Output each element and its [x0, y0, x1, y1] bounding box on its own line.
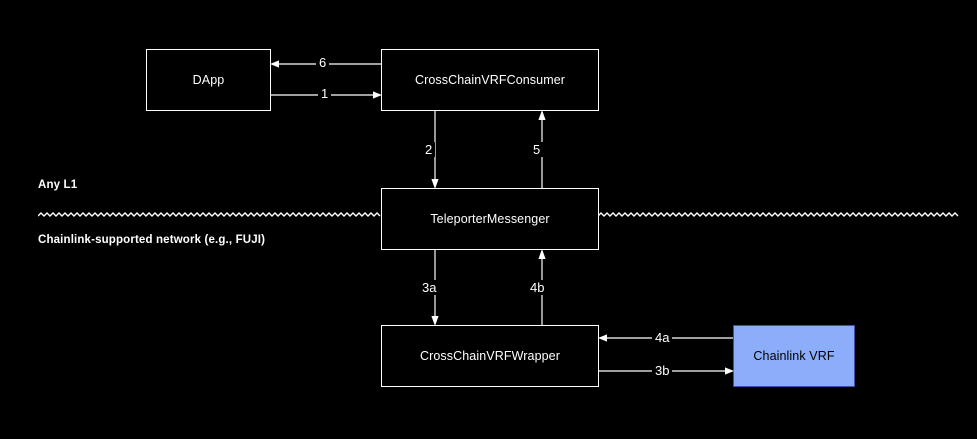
network-boundary-divider-right [598, 211, 960, 219]
node-crosschainvrfwrapper[interactable]: CrossChainVRFWrapper [381, 325, 599, 387]
edge-4a-label: 4a [652, 330, 673, 345]
edge-2-label: 2 [422, 142, 436, 157]
node-chainlink-vrf-label: Chainlink VRF [753, 348, 835, 363]
node-crosschainvrfconsumer[interactable]: CrossChainVRFConsumer [381, 49, 599, 111]
node-crosschainvrfwrapper-label: CrossChainVRFWrapper [419, 348, 560, 363]
edge-3b-label: 3b [652, 363, 673, 378]
node-teleportermessenger-label: TeleporterMessenger [430, 211, 550, 226]
node-dapp[interactable]: DApp [146, 49, 271, 111]
zone-label-any-l1: Any L1 [38, 179, 78, 191]
edge-6-label: 6 [316, 55, 330, 70]
zone-label-chainlink-network: Chainlink-supported network (e.g., FUJI) [38, 234, 266, 246]
node-teleportermessenger[interactable]: TeleporterMessenger [381, 188, 599, 250]
edge-5-label: 5 [530, 142, 544, 157]
network-boundary-divider [38, 211, 382, 219]
edge-3a-label: 3a [419, 280, 440, 295]
edge-1-label: 1 [318, 86, 332, 101]
node-crosschainvrfconsumer-label: CrossChainVRFConsumer [414, 72, 566, 87]
node-dapp-label: DApp [192, 72, 225, 87]
edge-4b-label: 4b [527, 280, 548, 295]
node-chainlink-vrf[interactable]: Chainlink VRF [733, 325, 855, 387]
